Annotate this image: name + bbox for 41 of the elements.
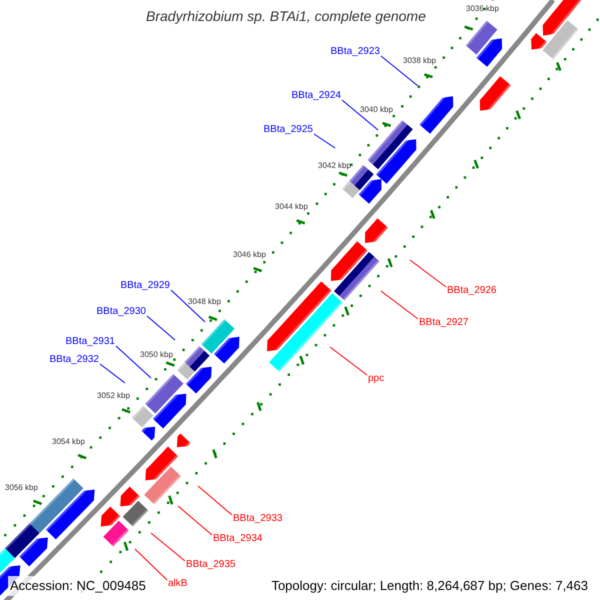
tick-label: 3044 kbp: [275, 202, 308, 212]
gene-label: BBta_2933: [233, 512, 282, 525]
gene-label: BBta_2931: [66, 335, 115, 348]
gene-label: BBta_2925: [264, 123, 313, 136]
gene-label: alkB: [168, 577, 188, 590]
leader-line: [314, 134, 336, 148]
gene-label: BBta_2930: [96, 305, 146, 318]
leader-line: [150, 532, 186, 562]
leader-line: [380, 290, 418, 320]
leader-line: [100, 364, 126, 384]
tick-label: 3036 kbp: [466, 4, 499, 14]
tick-label: 3054 kbp: [52, 437, 85, 447]
leader-line: [178, 506, 212, 536]
tick-label: 3048 kbp: [188, 297, 221, 307]
leader-line: [146, 316, 176, 340]
tick-label: 3052 kbp: [97, 391, 130, 401]
tick-label: 3040 kbp: [360, 105, 393, 115]
gene-label: BBta_2935: [186, 558, 236, 571]
leader-line: [410, 260, 446, 288]
tick-label: 3046 kbp: [233, 250, 266, 260]
tick-label: 3056 kbp: [5, 483, 38, 493]
gene-label: BBta_2923: [330, 45, 380, 58]
leader-line: [342, 100, 378, 130]
leader-line: [116, 346, 152, 378]
leader-line: [198, 486, 232, 516]
gene-label: BBta_2929: [120, 279, 170, 292]
tick-label: 3042 kbp: [318, 161, 351, 171]
gene-label: BBta_2934: [213, 532, 262, 545]
leader-line: [380, 56, 418, 86]
gene-label: ppc: [368, 372, 384, 385]
leader-line: [134, 548, 168, 580]
gene-label: BBta_2927: [419, 316, 468, 329]
gene-label: BBta_2926: [447, 284, 496, 297]
gene-label: BBta_2932: [50, 353, 99, 366]
tick-label: 3038 kbp: [403, 56, 436, 66]
leader-line: [170, 290, 206, 322]
diagram-title: Bradyrhizobium sp. BTAi1, complete genome: [146, 7, 426, 26]
leader-line: [330, 346, 368, 376]
tick-label: 3050 kbp: [140, 350, 173, 360]
info-text: Accession: NC_009485: [8, 576, 148, 596]
gene-label: BBta_2924: [292, 89, 341, 102]
